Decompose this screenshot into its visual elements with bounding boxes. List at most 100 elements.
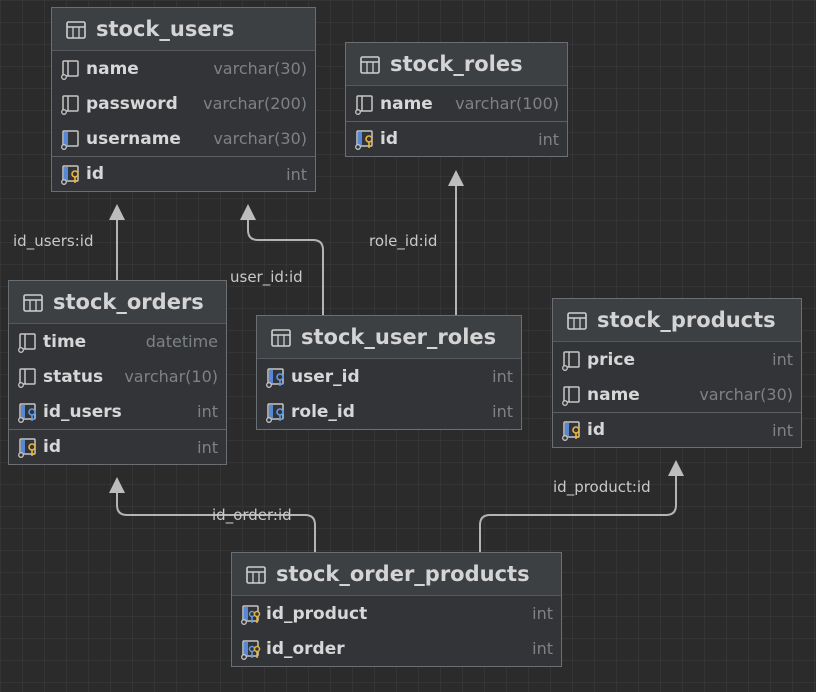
column-name: id_product [266, 603, 368, 624]
table-title: stock_users [96, 17, 235, 41]
arrowhead-products [668, 460, 684, 476]
relation-label-userroles-users: user_id:id [230, 268, 303, 286]
index-column-icon [60, 128, 82, 150]
column-type: varchar(200) [203, 94, 307, 113]
composite-key-icon [240, 638, 262, 660]
column-icon [561, 349, 583, 371]
column-row-price[interactable]: price int [553, 342, 801, 377]
column-type: int [532, 639, 553, 658]
table-header[interactable]: stock_user_roles [257, 316, 521, 359]
table-header[interactable]: stock_users [52, 8, 315, 51]
table-icon [360, 55, 380, 74]
column-name: id [587, 420, 605, 440]
column-type: int [532, 604, 553, 623]
primary-key-icon [354, 128, 376, 150]
column-row-id[interactable]: id int [9, 429, 226, 464]
column-row-id-order[interactable]: id_order int [232, 631, 561, 666]
primary-key-icon [561, 419, 583, 441]
column-type: varchar(100) [455, 94, 559, 113]
table-icon [246, 565, 266, 584]
edge-orderproducts-products [479, 474, 677, 552]
arrowhead-orders [109, 477, 125, 493]
column-type: varchar(30) [699, 385, 793, 404]
column-icon [17, 331, 39, 353]
column-type: int [772, 420, 793, 440]
column-icon [17, 366, 39, 388]
column-type: datetime [145, 332, 218, 351]
relation-label-userroles-roles: role_id:id [369, 232, 438, 250]
column-name: id_users [43, 401, 122, 422]
table-title: stock_orders [53, 290, 204, 314]
column-name: time [43, 331, 87, 352]
relation-label-orderproducts-orders: id_order:id [212, 506, 292, 524]
edge-orderproducts-orders [116, 492, 316, 552]
column-name: name [587, 384, 640, 405]
column-row-status[interactable]: status varchar(10) [9, 359, 226, 394]
column-name: name [380, 93, 433, 114]
table-icon [66, 20, 86, 39]
column-icon [60, 58, 82, 80]
column-type: int [492, 367, 513, 386]
column-name: role_id [291, 401, 355, 422]
table-header[interactable]: stock_products [553, 299, 801, 342]
table-header[interactable]: stock_orders [9, 281, 226, 324]
column-name: id [43, 437, 61, 457]
table-title: stock_roles [390, 52, 523, 76]
column-type: int [286, 164, 307, 184]
foreign-key-icon [265, 401, 287, 423]
column-icon [354, 93, 376, 115]
column-type: int [492, 402, 513, 421]
column-row-password[interactable]: password varchar(200) [52, 86, 315, 121]
column-row-name[interactable]: name varchar(30) [553, 377, 801, 412]
edge-userroles-users [247, 218, 324, 315]
column-type: int [197, 437, 218, 457]
foreign-key-icon [265, 366, 287, 388]
foreign-key-icon [17, 401, 39, 423]
table-header[interactable]: stock_roles [346, 43, 567, 86]
table-icon [271, 328, 291, 347]
primary-key-icon [17, 436, 39, 458]
table-title: stock_order_products [276, 562, 530, 586]
column-icon [561, 384, 583, 406]
arrowhead-users-left [109, 204, 125, 220]
column-icon [60, 93, 82, 115]
column-row-name[interactable]: name varchar(100) [346, 86, 567, 121]
column-type: varchar(10) [124, 367, 218, 386]
column-row-id-product[interactable]: id_product int [232, 596, 561, 631]
relation-label-orderproducts-products: id_product:id [553, 478, 651, 496]
table-title: stock_products [597, 308, 776, 332]
column-name: name [86, 58, 139, 79]
column-row-role-id[interactable]: role_id int [257, 394, 521, 429]
column-type: int [772, 350, 793, 369]
column-name: price [587, 349, 635, 370]
column-row-name[interactable]: name varchar(30) [52, 51, 315, 86]
column-row-id[interactable]: id int [553, 412, 801, 447]
relation-label-orders-users: id_users:id [13, 232, 94, 250]
column-name: status [43, 366, 104, 387]
arrowhead-roles [448, 170, 464, 186]
table-icon [567, 311, 587, 330]
column-type: int [538, 129, 559, 149]
column-row-user-id[interactable]: user_id int [257, 359, 521, 394]
column-type: varchar(30) [213, 59, 307, 78]
table-title: stock_user_roles [301, 325, 497, 349]
arrowhead-users-right [240, 204, 256, 220]
column-name: id_order [266, 638, 345, 659]
column-name: password [86, 93, 178, 114]
table-header[interactable]: stock_order_products [232, 553, 561, 596]
column-type: varchar(30) [213, 129, 307, 148]
column-name: user_id [291, 366, 360, 387]
column-row-time[interactable]: time datetime [9, 324, 226, 359]
table-icon [23, 293, 43, 312]
